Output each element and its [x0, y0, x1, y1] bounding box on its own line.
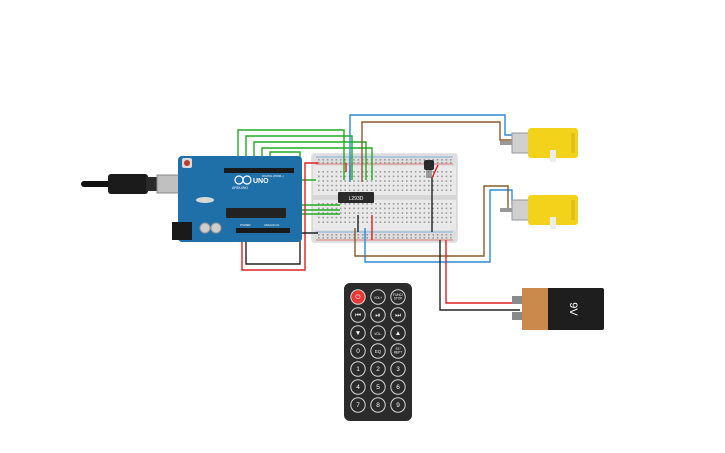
remote-buttons: ⏻ VOL+ FUNC/STOP ⏮ ⏯ ⏭ ▼ VOL- ▲ 0 EQ ST/REPT 1 2 3 4 5 6 7…	[350, 289, 406, 413]
remote-button-label: REPT	[394, 351, 403, 355]
remote-button-0[interactable]: 0	[350, 343, 366, 359]
analog-header[interactable]	[236, 228, 290, 233]
remote-button-fast-forward[interactable]: ⏭	[390, 307, 406, 323]
remote-button-label: ⏭	[395, 312, 401, 319]
arduino-logo	[234, 175, 252, 185]
remote-button-7[interactable]: 7	[350, 397, 366, 413]
remote-button-label: ⏮	[355, 312, 361, 319]
chip-label: L293D	[349, 196, 364, 202]
wire-red[interactable]	[241, 162, 318, 271]
remote-button-label: ⏻	[355, 294, 360, 301]
arduino-uno[interactable]: UNO ARDUINO DIGITAL (PWM~) ANALOG IN POW…	[172, 156, 302, 242]
battery-label: 9V	[567, 302, 579, 316]
wire-black[interactable]	[245, 232, 318, 265]
board-model: UNO	[253, 178, 269, 185]
wire-green[interactable]	[245, 135, 353, 180]
remote-button-func-stop[interactable]: FUNC/STOP	[390, 289, 406, 305]
remote-button-label: ST/	[396, 347, 401, 351]
remote-button-label: 4	[356, 384, 360, 391]
remote-button-label: 2	[376, 366, 380, 373]
remote-button-label: EQ	[375, 349, 382, 354]
ir-remote[interactable]: ⏻ VOL+ FUNC/STOP ⏮ ⏯ ⏭ ▼ VOL- ▲ 0 EQ ST/REPT 1 2 3 4 5 6 7…	[344, 283, 412, 421]
wire-black[interactable]	[439, 240, 520, 311]
power-jack[interactable]	[172, 222, 192, 240]
remote-button-label: ▼	[355, 330, 361, 337]
usb-cable[interactable]	[81, 174, 194, 194]
digital-header-label: DIGITAL (PWM~)	[262, 174, 284, 178]
remote-button-9[interactable]: 9	[390, 397, 406, 413]
remote-button-label: 9	[396, 402, 400, 409]
remote-button-label: 5	[376, 384, 380, 391]
remote-button-label: VOL+	[374, 296, 382, 300]
remote-button-8[interactable]: 8	[370, 397, 386, 413]
digital-header[interactable]	[224, 168, 294, 173]
dc-motor-2[interactable]	[500, 195, 578, 229]
remote-button-6[interactable]: 6	[390, 379, 406, 395]
remote-button-label: 0	[356, 348, 360, 355]
remote-button-vol-minus[interactable]: VOL-	[370, 325, 386, 341]
wire-blue[interactable]	[349, 114, 512, 182]
board-brand: ARDUINO	[232, 186, 248, 190]
wire-green[interactable]	[237, 129, 345, 180]
wire-red[interactable]	[431, 164, 439, 179]
wire-brown[interactable]	[361, 121, 512, 182]
remote-button-label: 1	[356, 366, 360, 373]
remote-button-label: 7	[356, 402, 360, 409]
remote-button-4[interactable]: 4	[350, 379, 366, 395]
l293d-chip[interactable]: L293D	[338, 192, 374, 203]
breadboard-holes	[318, 159, 452, 239]
remote-button-power[interactable]: ⏻	[350, 289, 366, 305]
wire-brown[interactable]	[354, 185, 509, 257]
dc-motor-1[interactable]	[500, 128, 578, 162]
remote-button-label: ⏯	[375, 312, 380, 319]
remote-button-down[interactable]: ▼	[350, 325, 366, 341]
remote-button-label: 3	[396, 366, 400, 373]
wire-red[interactable]	[445, 240, 520, 304]
remote-button-3[interactable]: 3	[390, 361, 406, 377]
remote-button-eq[interactable]: EQ	[370, 343, 386, 359]
remote-button-5[interactable]: 5	[370, 379, 386, 395]
remote-button-label: VOL-	[374, 332, 381, 336]
remote-button-label: 6	[396, 384, 400, 391]
analog-header-label: ANALOG IN	[264, 223, 279, 227]
wire-green[interactable]	[253, 141, 367, 180]
remote-button-1[interactable]: 1	[350, 361, 366, 377]
remote-button-label: 8	[376, 402, 380, 409]
remote-button-up[interactable]: ▲	[390, 325, 406, 341]
remote-button-vol-plus[interactable]: VOL+	[370, 289, 386, 305]
breadboard[interactable]	[311, 153, 458, 243]
remote-button-rewind[interactable]: ⏮	[350, 307, 366, 323]
remote-button-label: FUNC/	[393, 293, 403, 297]
remote-button-play-pause[interactable]: ⏯	[370, 307, 386, 323]
power-header-label: POWER	[240, 223, 251, 227]
remote-button-st-rept[interactable]: ST/REPT	[390, 343, 406, 359]
ir-receiver[interactable]	[424, 160, 434, 178]
remote-button-label: ▲	[395, 330, 401, 337]
remote-button-2[interactable]: 2	[370, 361, 386, 377]
remote-button-label: STOP	[394, 297, 403, 301]
battery-9v[interactable]: 9V	[512, 288, 604, 330]
